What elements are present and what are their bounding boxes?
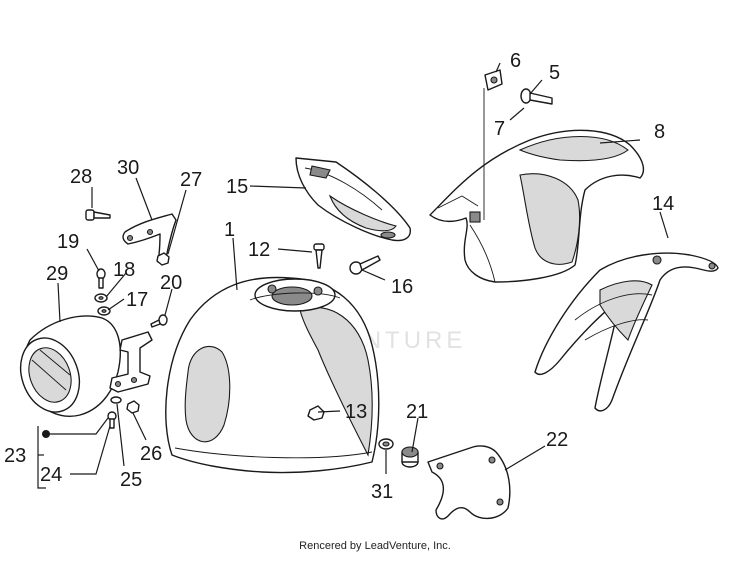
spacer-21	[401, 446, 419, 468]
screw-28	[85, 209, 111, 221]
callout-1: 1	[224, 219, 235, 241]
nut-26	[126, 400, 140, 414]
screw-12	[313, 243, 325, 269]
callout-5: 5	[549, 62, 560, 84]
washer-25	[110, 396, 122, 404]
rear-fender	[429, 129, 645, 283]
screw-24	[107, 411, 117, 429]
callout-20: 20	[160, 272, 182, 294]
callout-18: 18	[113, 259, 135, 281]
callout-24: 24	[40, 464, 62, 486]
callout-25: 25	[120, 469, 142, 491]
callout-21: 21	[406, 401, 428, 423]
clip-6	[484, 69, 503, 91]
footer-credit: Rencered by LeadVenture, Inc.	[299, 540, 451, 552]
rear-bracket	[534, 252, 719, 412]
front-fender	[165, 276, 380, 474]
washer-17	[97, 306, 111, 316]
headlight-bracket	[109, 331, 153, 393]
callout-30: 30	[117, 157, 139, 179]
bolt-5	[520, 88, 553, 105]
plate-bracket	[295, 157, 411, 242]
bracket-22	[427, 445, 511, 520]
washer-18	[94, 293, 108, 303]
callout-22: 22	[546, 429, 568, 451]
callout-29: 29	[46, 263, 68, 285]
callout-17: 17	[126, 289, 148, 311]
callout-23: 23	[4, 445, 26, 467]
callout-8: 8	[654, 121, 665, 143]
callout-6: 6	[510, 50, 521, 72]
callout-7: 7	[494, 118, 505, 140]
nut-27	[156, 252, 170, 266]
bolt-19	[96, 268, 106, 289]
bracket-30	[122, 213, 177, 263]
screw-20	[150, 314, 168, 328]
headlight	[19, 315, 121, 417]
callout-16: 16	[391, 276, 413, 298]
callout-26: 26	[140, 443, 162, 465]
washer-31	[378, 438, 394, 450]
callout-numbers: 1 5 6 7 8 12 13 14 15 16 17 18 19 20 21 …	[4, 50, 674, 503]
callout-19: 19	[57, 231, 79, 253]
nut-13	[307, 405, 325, 421]
callout-27: 27	[180, 169, 202, 191]
callout-15: 15	[226, 176, 248, 198]
callout-14: 14	[652, 193, 674, 215]
callout-12: 12	[248, 239, 270, 261]
callout-31: 31	[371, 481, 393, 503]
callout-28: 28	[70, 166, 92, 188]
screw-16	[349, 255, 381, 275]
leader-lines	[37, 62, 669, 489]
callout-13: 13	[345, 401, 367, 423]
